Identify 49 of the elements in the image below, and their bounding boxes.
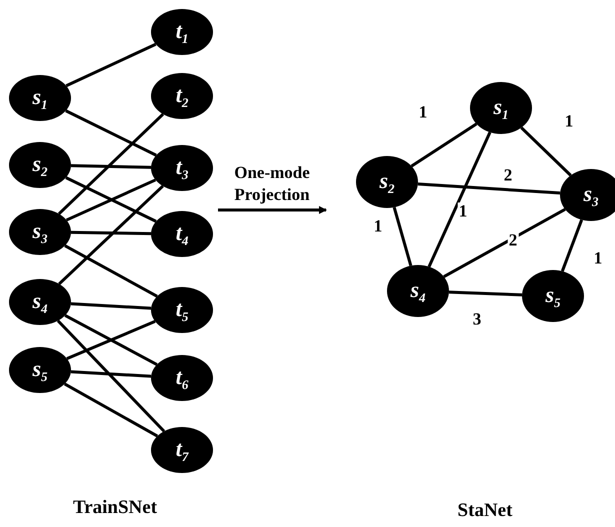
edge-label: 2 xyxy=(508,232,518,248)
arrow-label: One-mode Projection xyxy=(233,162,311,206)
connector-line xyxy=(64,314,158,366)
connector-line xyxy=(410,122,478,168)
graph-node: t$_{7}$ xyxy=(151,427,213,473)
graph-node: t$_{4}$ xyxy=(151,211,213,257)
edge-label: 1 xyxy=(372,218,384,234)
graph-node: s$_{4}$ xyxy=(9,279,71,325)
graph-node: s$_{1}$ xyxy=(9,75,71,121)
connector-line xyxy=(428,132,492,268)
connector-line xyxy=(443,208,566,278)
connector-line xyxy=(418,182,560,195)
graph-node: s$_{2}$ xyxy=(9,142,71,188)
connector-line xyxy=(70,230,152,236)
connector-line xyxy=(56,320,166,432)
graph-node: s$_{3}$ xyxy=(560,169,615,221)
edge-label: 3 xyxy=(472,310,482,328)
connector-line xyxy=(64,244,158,298)
connector-line xyxy=(66,320,156,360)
graph-node: t$_{5}$ xyxy=(151,287,213,333)
connector-line xyxy=(66,42,156,88)
edge-label: 1 xyxy=(592,250,604,266)
edge-label: 1 xyxy=(418,104,428,120)
graph-caption: StaNet xyxy=(458,500,512,522)
connector-line xyxy=(70,370,152,378)
graph-node: t$_{1}$ xyxy=(151,9,213,55)
connector-line xyxy=(520,126,572,176)
edge-label: 1 xyxy=(458,202,468,220)
connector-line xyxy=(70,302,152,310)
graph-node: s$_{5}$ xyxy=(9,347,71,393)
connector-line xyxy=(65,109,157,157)
graph-caption: TrainSNet xyxy=(72,497,158,519)
connector-line xyxy=(58,113,164,215)
connector-line xyxy=(560,219,584,272)
edge-label: 2 xyxy=(502,166,514,184)
connector-line xyxy=(64,382,158,438)
graph-node: s$_{2}$ xyxy=(356,156,418,208)
connector-line xyxy=(70,164,152,169)
graph-node: s$_{5}$ xyxy=(522,270,584,322)
connector-line xyxy=(448,290,522,296)
graph-node: t$_{3}$ xyxy=(151,145,213,191)
graph-node: s$_{1}$ xyxy=(470,82,532,134)
edge-label: 1 xyxy=(564,112,574,130)
connector-line xyxy=(58,184,164,286)
graph-node: s$_{4}$ xyxy=(387,265,449,317)
graph-node: t$_{6}$ xyxy=(151,355,213,401)
graph-node: s$_{3}$ xyxy=(9,209,71,255)
graph-node: t$_{2}$ xyxy=(151,73,213,119)
connector-line xyxy=(392,206,412,266)
